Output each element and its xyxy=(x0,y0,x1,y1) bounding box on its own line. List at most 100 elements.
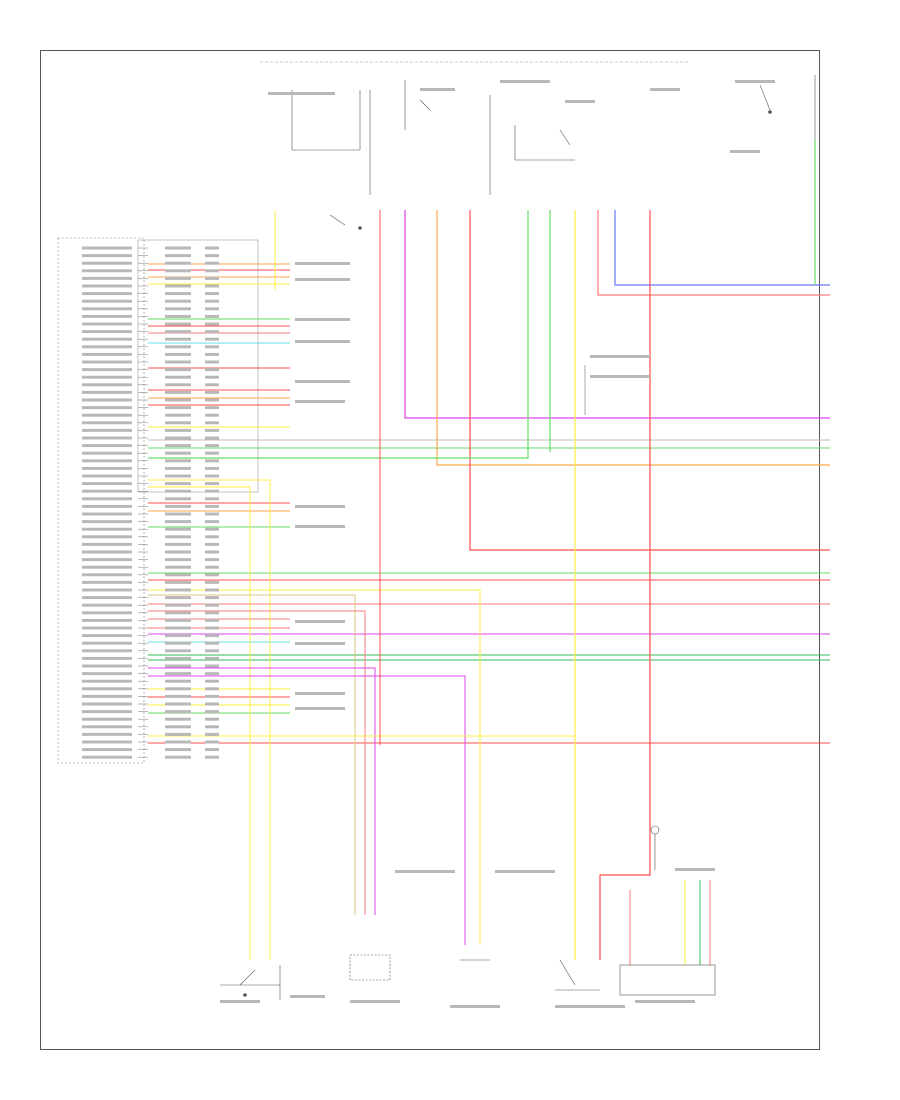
pin-label xyxy=(82,307,132,311)
wire-color-label xyxy=(165,504,191,508)
ac-pressure-switch xyxy=(220,965,281,1000)
component-label xyxy=(295,278,350,281)
circuit-label xyxy=(205,520,219,524)
component-label xyxy=(295,380,350,383)
wire-color-label xyxy=(165,482,191,486)
pin-label xyxy=(82,276,132,280)
wire-color-label xyxy=(165,550,191,554)
pin-label xyxy=(82,710,132,714)
pin-label xyxy=(82,748,132,752)
circuit-label xyxy=(205,451,219,455)
wire-color-label xyxy=(165,702,191,706)
wire-color-label xyxy=(165,284,191,288)
component-label xyxy=(495,870,555,873)
pin-label xyxy=(82,512,132,516)
pin-label xyxy=(82,421,132,425)
wire-color-label xyxy=(165,672,191,676)
fuel-pump-module xyxy=(619,825,716,996)
circuit-label xyxy=(205,641,219,645)
circuit-label xyxy=(205,276,219,280)
pin-label xyxy=(82,383,132,387)
wire-color-label xyxy=(165,276,191,280)
component-label xyxy=(500,80,550,83)
wire-color-label xyxy=(165,603,191,607)
wire-to-evap-sensor xyxy=(148,675,466,945)
circuit-label xyxy=(205,710,219,714)
component-label xyxy=(295,525,345,528)
wire-color-label xyxy=(165,383,191,387)
fuse-wire xyxy=(148,210,529,459)
wire-color-label xyxy=(165,732,191,736)
circuit-label xyxy=(205,694,219,698)
wire-color-label xyxy=(165,330,191,334)
wire-color-label xyxy=(165,664,191,668)
component-label xyxy=(735,80,775,83)
component-label xyxy=(590,355,650,358)
component-label xyxy=(555,1005,625,1008)
pin-label xyxy=(82,702,132,706)
pin-label xyxy=(82,504,132,508)
pin-label xyxy=(82,535,132,539)
circuit-label xyxy=(205,284,219,288)
pin-label xyxy=(82,314,132,318)
wire-to-ac-switch xyxy=(148,486,251,960)
pcm-connector-outline xyxy=(57,237,259,764)
circuit-label xyxy=(205,748,219,752)
circuit-label xyxy=(205,246,219,250)
pin-label xyxy=(82,406,132,410)
component-label xyxy=(730,150,760,153)
pin-label xyxy=(82,717,132,721)
circuit-label xyxy=(205,504,219,508)
wire-color-label xyxy=(165,444,191,448)
fuse-switch-group-center xyxy=(489,95,575,195)
circuit-label xyxy=(205,542,219,546)
wire-color-label xyxy=(165,755,191,759)
fuse-wire xyxy=(436,210,830,466)
pin-label xyxy=(82,375,132,379)
pin-label xyxy=(82,755,132,759)
wire-color-label xyxy=(165,451,191,455)
component-label xyxy=(268,92,308,95)
pin-label xyxy=(82,618,132,622)
wire-color-label xyxy=(165,512,191,516)
wire-harness xyxy=(148,140,830,965)
pin-label xyxy=(82,634,132,638)
wire-color-label xyxy=(165,352,191,356)
wire-color-label xyxy=(165,725,191,729)
circuit-label xyxy=(205,292,219,296)
pin-label xyxy=(82,398,132,402)
wire-color-label xyxy=(165,573,191,577)
pin-label xyxy=(82,694,132,698)
component-label xyxy=(295,642,345,645)
wire-to-evap-sensor xyxy=(148,589,481,945)
wire-color-label xyxy=(165,421,191,425)
wire-color-label xyxy=(165,535,191,539)
pin-label xyxy=(82,679,132,683)
circuit-label xyxy=(205,474,219,478)
component-label xyxy=(295,692,345,695)
pin-label xyxy=(82,497,132,501)
wire-color-label xyxy=(165,322,191,326)
wire-color-label xyxy=(165,694,191,698)
wire-to-ftp-sensor xyxy=(148,610,366,915)
wire-color-label xyxy=(165,474,191,478)
circuit-label xyxy=(205,687,219,691)
wire-color-label xyxy=(165,413,191,417)
pin-label xyxy=(82,299,132,303)
pin-label xyxy=(82,542,132,546)
pin-label xyxy=(82,444,132,448)
wire-color-label xyxy=(165,740,191,744)
component-label xyxy=(305,92,335,95)
fuse-wire xyxy=(469,210,830,551)
fuel-tank-pressure-sensor xyxy=(349,954,391,981)
pin-label xyxy=(82,649,132,653)
wire-color-label xyxy=(165,390,191,394)
circuit-label xyxy=(205,307,219,311)
wire-color-label xyxy=(165,428,191,432)
wire-color-label xyxy=(165,497,191,501)
circuit-label xyxy=(205,626,219,630)
wire-color-label xyxy=(165,246,191,250)
inertia-switch xyxy=(555,959,600,991)
pin-label xyxy=(82,732,132,736)
